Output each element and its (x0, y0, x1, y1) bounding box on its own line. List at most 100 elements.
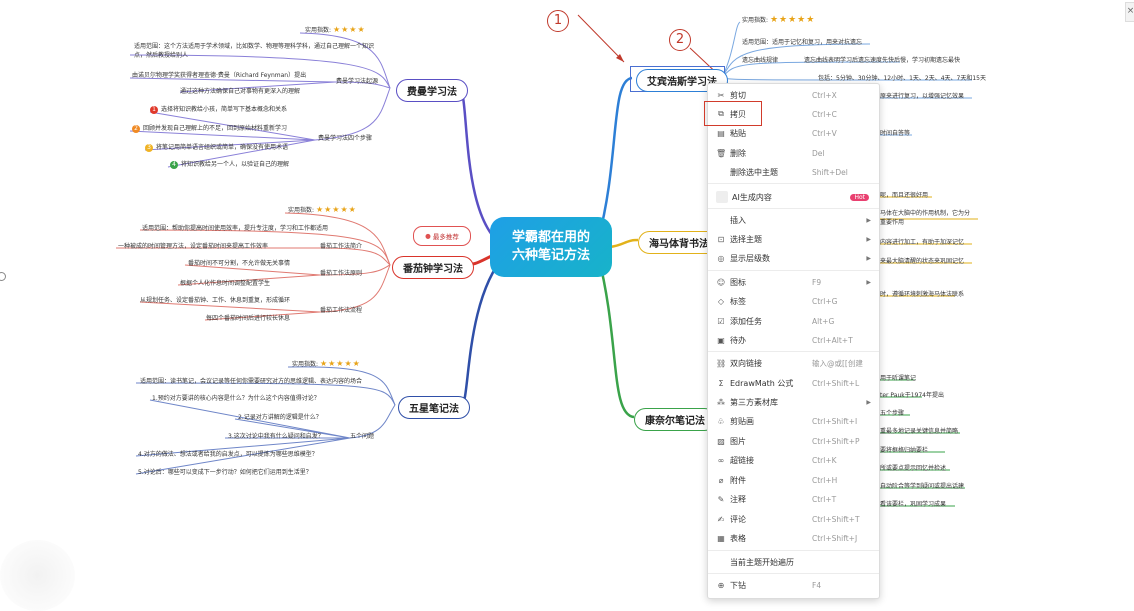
menu-item-show-levels[interactable]: ◎显示层级数▶ (717, 253, 872, 263)
feynman-stars: ★★★★ (332, 25, 366, 34)
ebbinghaus-extra: 时间自答等 (880, 130, 911, 137)
levels-icon: ◎ (717, 253, 725, 263)
feynman-origin-1: 由诺贝尔物理学奖获得者理查德·费曼（Richard Feynman）提出 (132, 72, 307, 79)
comment-icon: ✍ (717, 514, 725, 524)
chevron-right-icon: ▶ (866, 398, 871, 406)
pomodoro-flow-2: 每四个番茄时间后进行较长休息 (206, 315, 291, 322)
menu-item-traverse[interactable]: 当前主题开始遍历 (730, 557, 794, 567)
todo-icon: ▣ (717, 335, 725, 345)
ebbinghaus-schedule: 包括：5分钟、30分钟、12小时、1天、2天、4天、7天和15天 (818, 75, 986, 82)
chevron-right-icon: ▶ (866, 235, 871, 243)
haima-line-2: 马体在大脑中的作用机制，它为分 (880, 210, 971, 217)
menu-item-insert[interactable]: 插入▶ (730, 215, 871, 225)
pomodoro-intro: 一种被成的时间管理方法，设定番茄时间来提高工作效率 (118, 243, 269, 250)
haima-line-4: 内容进行加工，有助于加深记忆 (880, 239, 965, 246)
fivestar-questions-key: 五个问题 (350, 433, 375, 440)
topic-ebbinghaus[interactable]: 艾宾浩斯学习法 (636, 69, 728, 92)
paperclip-icon: ⌀ (718, 475, 724, 485)
menu-item-bidirectional-link[interactable]: ⛓双向链接输入@或[[创建 (716, 358, 863, 368)
hyperlink-icon: ∞ (717, 455, 725, 465)
ai-icon (716, 191, 728, 203)
haima-line-3: 重要作用 (880, 219, 905, 226)
central-topic[interactable]: 学霸都在用的 六种笔记方法 (490, 217, 612, 277)
pomodoro-rating: 实用指数: ★★★★★ (288, 205, 357, 214)
chevron-right-icon: ▶ (866, 216, 871, 224)
feynman-origin-key: 费曼学习法起源 (336, 78, 379, 85)
annotation-marker-1: 1 (547, 10, 569, 32)
feynman-rating: 实用指数: ★★★★ (305, 25, 366, 34)
fivestar-question-2: 2.记录对方讲解的逻辑是什么？ (238, 414, 322, 421)
scissors-icon: ✂ (717, 90, 725, 100)
feynman-scope: 适用范围：这个方法适用于学术领域，比如数学、物理等理科学科，通过自己理解一个知识… (134, 43, 375, 59)
pencil-icon: ✎ (717, 494, 725, 504)
topic-haima[interactable]: 海马体背书法 (638, 231, 720, 254)
cornell-line-6: 所或要点提示回忆并检述 (880, 465, 947, 472)
pomodoro-intro-key: 番茄工作法简介 (320, 243, 363, 250)
left-edge-handle[interactable] (0, 272, 6, 281)
fivestar-question-4: 4.对方的做法、想法或者给我的启发点，可以提炼为哪些思维模型？ (138, 451, 318, 458)
copy-highlight-box (704, 101, 762, 126)
smiley-icon: ☺ (716, 277, 726, 287)
menu-item-select-topic[interactable]: ⊡选择主题▶ (717, 234, 871, 244)
ebbinghaus-review: 原来进行复习，以增强记忆效果 (880, 93, 965, 100)
trash-icon: 🗑 (716, 148, 727, 158)
image-icon: ▨ (717, 436, 725, 446)
topic-fivestar[interactable]: 五星笔记法 (398, 396, 470, 419)
feynman-origin-2: 通过这种方法确保自己对事物有更深入的理解 (180, 88, 301, 95)
table-icon: ▦ (717, 533, 725, 543)
menu-item-third-party-library[interactable]: ⁂第三方素材库▶ (717, 397, 871, 407)
cornell-line-3: 五个步骤 (880, 410, 905, 417)
pomodoro-flow-key: 番茄工作法流程 (320, 307, 363, 314)
sigma-icon: Σ (718, 378, 724, 388)
cornell-line-5: 要将框格归纳要栏 (880, 447, 929, 454)
copy-icon: ⧉ (718, 109, 724, 118)
chevron-right-icon: ▶ (866, 278, 871, 286)
fivestar-question-3: 3.这次讨论中我有什么疑问和启发？ (228, 433, 324, 440)
ebbinghaus-scope: 适用范围：适用于记忆和复习，用来对抗遗忘 (742, 39, 863, 46)
pomodoro-flow-1: 从规划任务、设定番茄钟、工作、休息到重复，形成循环 (140, 297, 291, 304)
most-recommended-badge: ●最多推荐 (413, 226, 471, 246)
annotation-marker-2: 2 (669, 29, 691, 51)
central-topic-line2: 六种笔记方法 (511, 248, 590, 263)
topic-cornell[interactable]: 康奈尔笔记法 (634, 408, 716, 431)
fivestar-question-1: 1.预约对方要讲的核心内容是什么？为什么这个内容值得讨论？ (152, 395, 320, 402)
tag-icon: ◇ (717, 296, 725, 306)
fivestar-scope: 适用范围：读书笔记，会议记录等任何你需要研究对方的思维逻辑、表达内容的场合 (140, 378, 363, 385)
select-icon: ⊡ (717, 234, 725, 244)
grid-icon: ⁂ (717, 397, 725, 407)
topic-pomodoro[interactable]: 番茄钟学习法 (392, 256, 474, 279)
drill-down-icon: ⊕ (717, 580, 725, 590)
topic-feynman[interactable]: 费曼学习法 (396, 79, 468, 102)
ebbinghaus-curve: 遗忘曲线表明学习后遗忘速度先快后慢，学习初期遗忘最快 (804, 57, 961, 64)
close-panel-icon[interactable]: × (1125, 2, 1134, 22)
cornell-line-8: 看该要栏，巩固学习成果 (880, 501, 947, 508)
ebbinghaus-curve-key: 遗忘曲线规律 (742, 57, 779, 64)
pomodoro-rule-key: 番茄工作法原则 (320, 270, 363, 277)
cornell-line-7: 自动阶合等学到疑问或提出话建 (880, 483, 965, 490)
